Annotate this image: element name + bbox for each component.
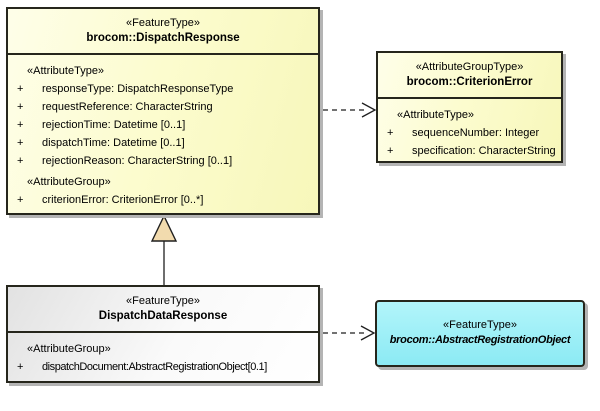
class-box-dispatch-data-response[interactable]: «FeatureType» DispatchDataResponse «Attr… (6, 285, 320, 383)
class-box-criterion-error[interactable]: «AttributeGroupType» brocom::CriterionEr… (376, 51, 563, 163)
class-name: brocom::DispatchResponse (86, 32, 240, 44)
attribute-row: + sequenceNumber: Integer (386, 124, 559, 142)
attribute-text: criterionError: CriterionError [0..*] (42, 194, 204, 206)
visibility-marker: + (17, 194, 24, 206)
attribute-text: rejectionReason: CharacterString [0..1] (42, 155, 233, 167)
attribute-text: requestReference: CharacterString (42, 101, 213, 113)
visibility-marker: + (17, 83, 24, 95)
class-box-dispatch-response[interactable]: «FeatureType» brocom::DispatchResponse «… (6, 7, 320, 215)
class-header: «FeatureType» brocom::DispatchResponse (8, 9, 318, 55)
attribute-row: + dispatchTime: Datetime [0..1] (16, 134, 316, 152)
section-heading: «AttributeType» (397, 109, 475, 121)
section-heading: «AttributeType» (27, 65, 105, 77)
dependency-connector-criterion-error[interactable] (323, 102, 377, 118)
visibility-marker: + (17, 119, 24, 131)
attribute-row: + specification: CharacterString (386, 142, 559, 160)
visibility-marker: + (17, 137, 24, 149)
open-arrowhead-icon (360, 325, 376, 341)
section-heading: «AttributeGroup» (27, 343, 111, 355)
attribute-text: responseType: DispatchResponseType (42, 83, 234, 95)
open-arrowhead-icon (361, 102, 377, 118)
stereotype-label: «FeatureType» (126, 295, 200, 307)
visibility-marker: + (387, 127, 394, 139)
attribute-row: + criterionError: CriterionError [0..*] (16, 191, 316, 209)
class-header: «FeatureType» brocom::AbstractRegistrati… (377, 318, 583, 349)
attribute-text: specification: CharacterString (412, 145, 556, 157)
attributes-compartment: «AttributeType» + sequenceNumber: Intege… (378, 99, 561, 164)
attributes-compartment: «AttributeGroup» + dispatchDocument:Abst… (8, 333, 318, 380)
attribute-row: + dispatchDocument:AbstractRegistrationO… (16, 358, 316, 376)
attribute-row: + requestReference: CharacterString (16, 98, 316, 116)
hollow-triangle-icon (150, 214, 178, 242)
class-header: «FeatureType» DispatchDataResponse (8, 287, 318, 333)
section-heading: «AttributeGroup» (27, 176, 111, 188)
attributes-compartment: «AttributeType» + responseType: Dispatch… (8, 55, 318, 213)
stereotype-label: «AttributeGroupType» (415, 61, 524, 73)
class-name: brocom::AbstractRegistrationObject (389, 334, 571, 346)
attribute-text: rejectionTime: Datetime [0..1] (42, 119, 186, 131)
visibility-marker: + (17, 155, 24, 167)
attribute-text: sequenceNumber: Integer (412, 127, 540, 139)
visibility-marker: + (387, 145, 394, 157)
attribute-row: + responseType: DispatchResponseType (16, 80, 316, 98)
stereotype-label: «FeatureType» (443, 319, 517, 331)
visibility-marker: + (17, 361, 23, 373)
generalization-connector[interactable] (150, 214, 178, 285)
class-header: «AttributeGroupType» brocom::CriterionEr… (378, 53, 561, 99)
class-name: brocom::CriterionError (406, 76, 533, 88)
attribute-text: dispatchDocument:AbstractRegistrationObj… (42, 361, 267, 373)
attribute-row: + rejectionReason: CharacterString [0..1… (16, 152, 316, 170)
class-name: DispatchDataResponse (98, 310, 228, 322)
attribute-text: dispatchTime: Datetime [0..1] (42, 137, 185, 149)
stereotype-label: «FeatureType» (126, 17, 200, 29)
class-box-abstract-registration-object[interactable]: «FeatureType» brocom::AbstractRegistrati… (375, 300, 585, 367)
attribute-row: + rejectionTime: Datetime [0..1] (16, 116, 316, 134)
visibility-marker: + (17, 101, 24, 113)
dependency-connector-abstract-registration-object[interactable] (323, 325, 376, 341)
